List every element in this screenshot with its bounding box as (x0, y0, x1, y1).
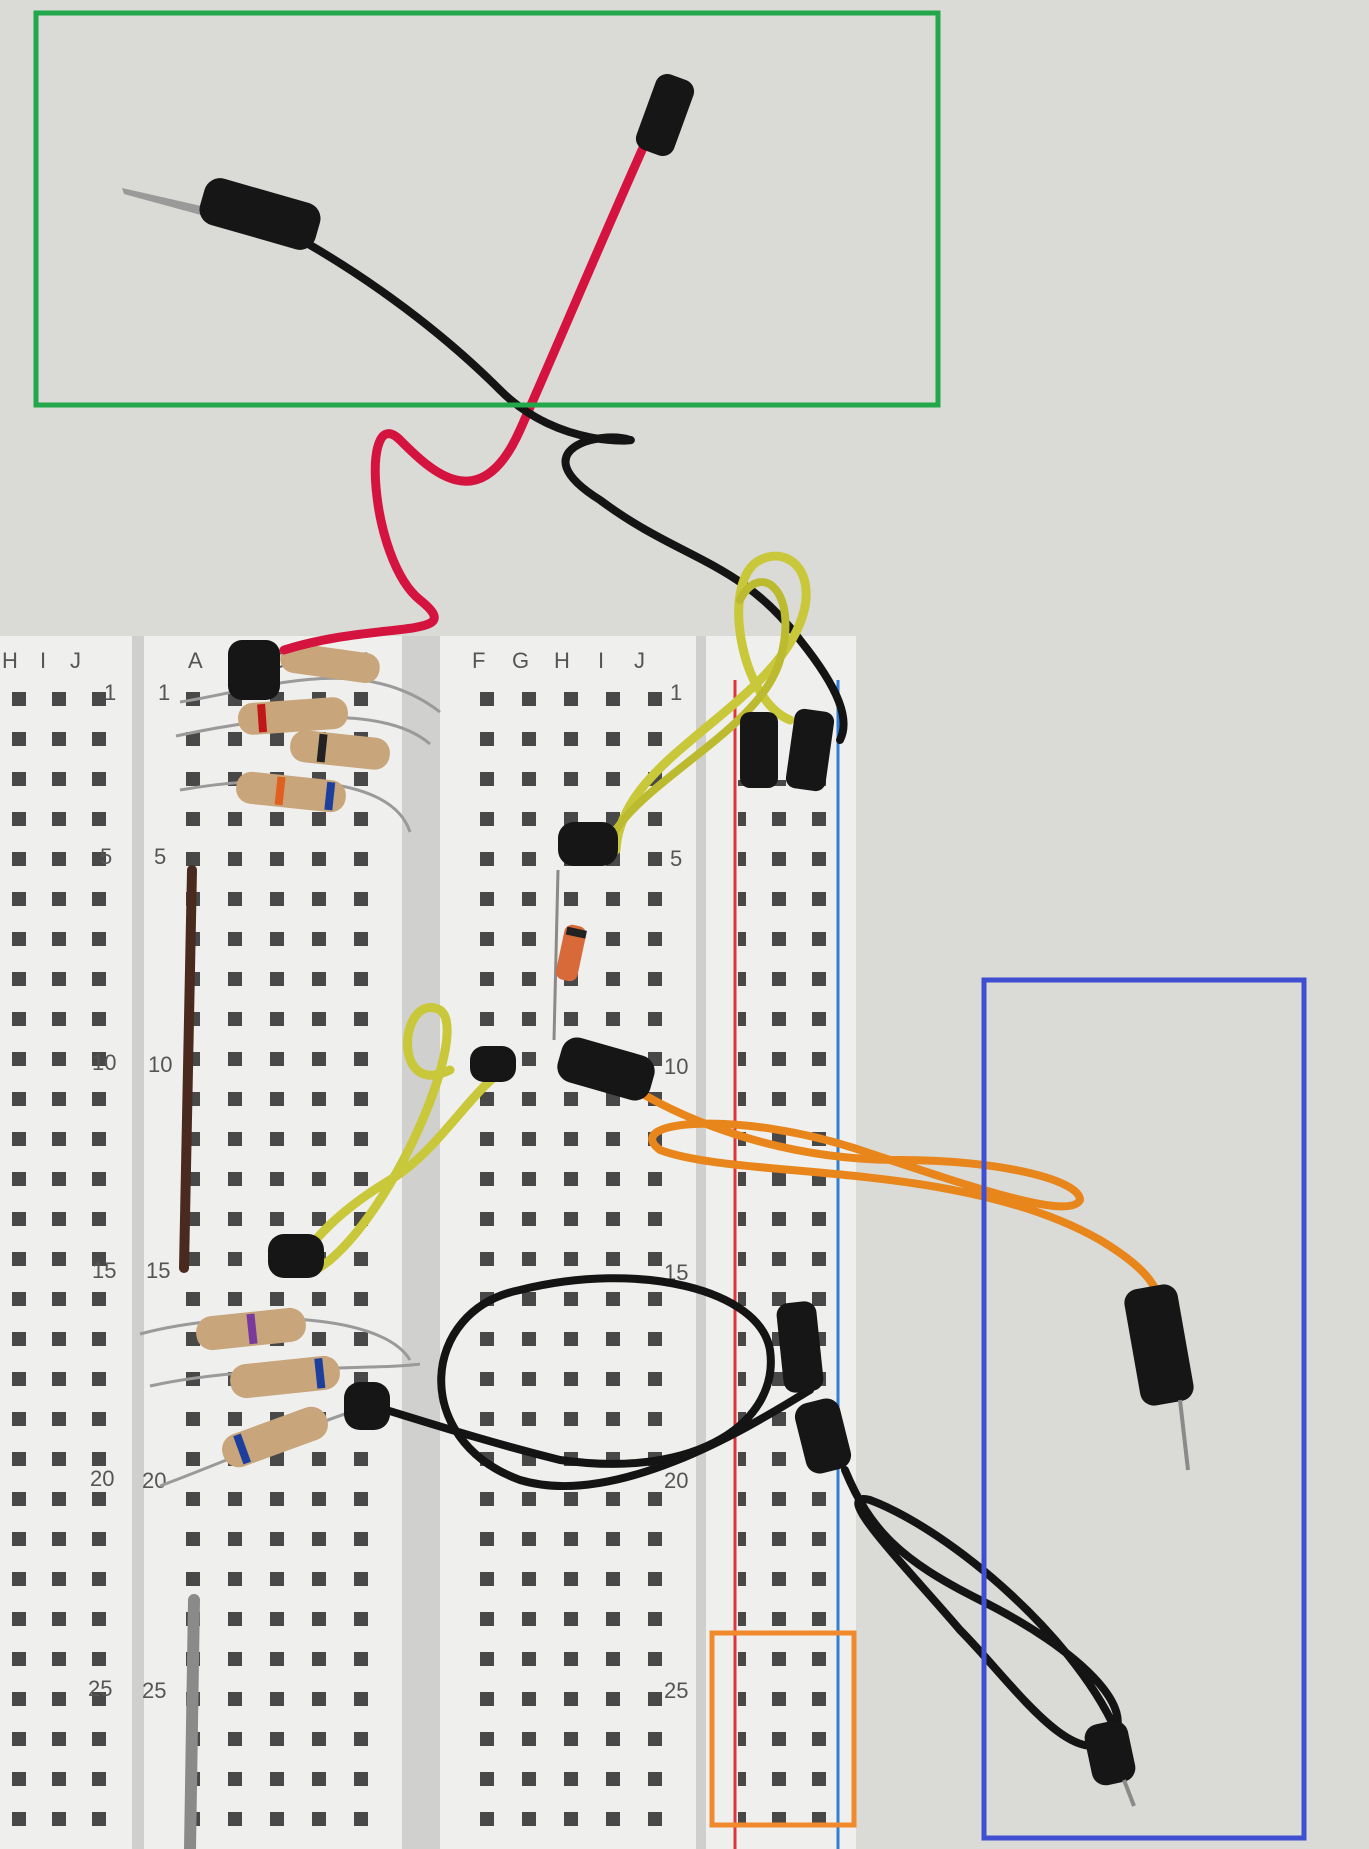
row-number-15-center: 15 (146, 1258, 170, 1283)
black-wire-bottom (356, 1274, 814, 1490)
resistor-4 (236, 771, 346, 813)
row-numbers: 1 1 1 5 5 5 10 10 10 15 15 15 20 20 20 2… (88, 680, 688, 1703)
yellow-wire-top (611, 551, 811, 855)
yellow-wire-top-2 (606, 578, 790, 844)
row-number-10-right: 10 (664, 1054, 688, 1079)
orange-wire-connector-free (1124, 1284, 1194, 1406)
black-wire-connector (199, 178, 321, 250)
orange-wire-pin (1178, 1399, 1190, 1471)
row-number-5-right: 5 (670, 846, 682, 871)
black-wire-free-pin (1122, 1779, 1136, 1807)
brown-jumper-wire (179, 865, 197, 1273)
row-number-25-right: 25 (664, 1678, 688, 1703)
col-letter-i: I (598, 648, 604, 673)
grey-jumper-wire (184, 1594, 200, 1849)
resistor-7 (222, 1406, 328, 1468)
diode (552, 869, 587, 1041)
col-letter-g: G (512, 648, 529, 673)
black-wire-free-loop (841, 1466, 1124, 1750)
annotation-box-orange (709, 1630, 857, 1828)
black-wire-bottom-connector-rail-2 (794, 1398, 852, 1474)
row-number-20-left: 20 (90, 1466, 114, 1491)
rail-connector-1 (740, 712, 778, 788)
black-wire-bottom-connector-left (344, 1382, 390, 1430)
yellow-wire-connector-row10 (470, 1046, 516, 1082)
black-wire-bottom-connector-rail-1 (776, 1301, 824, 1393)
resistor-group-top (175, 642, 441, 833)
col-letter-h: H (554, 648, 570, 673)
col-letter-f: F (472, 648, 485, 673)
row-number-1-left: 1 (104, 680, 116, 705)
row-number-10-left: 10 (92, 1050, 116, 1075)
row-number-1-right: 1 (670, 680, 682, 705)
resistor-6 (230, 1355, 340, 1399)
breadboard-channel-2 (696, 636, 706, 1849)
col-letter-h-left: H (2, 648, 18, 673)
yellow-wire-connector-row15 (268, 1234, 324, 1278)
yellow-wire-connector-row5 (558, 822, 618, 866)
rail-connector-2 (785, 708, 835, 792)
breadboard-center-channel (402, 636, 440, 1849)
row-number-25-left: 25 (88, 1676, 112, 1701)
resistor-1 (280, 642, 380, 684)
row-number-10-center: 10 (148, 1052, 172, 1077)
row-number-20-right: 20 (664, 1468, 688, 1493)
orange-wire-connector-breadboard (557, 1037, 655, 1101)
col-letter-a: A (188, 648, 203, 673)
black-wire-top (306, 241, 848, 744)
annotation-box-blue (981, 977, 1307, 1841)
annotation-box-green (33, 10, 941, 408)
red-wire-breadboard-connector (228, 640, 280, 700)
black-wire-free-connector (1084, 1720, 1136, 1786)
breadboard (0, 636, 856, 1849)
resistor-group-bottom (139, 1307, 421, 1488)
yellow-wire-bottom (296, 1003, 515, 1278)
row-number-5-center: 5 (154, 844, 166, 869)
orange-wire (616, 1076, 1164, 1314)
col-letter-i-left: I (40, 648, 46, 673)
row-number-20-center: 20 (142, 1468, 166, 1493)
resistor-3 (290, 730, 390, 770)
col-letter-j: J (634, 648, 645, 673)
row-number-15-left: 15 (92, 1258, 116, 1283)
col-letter-j-left: J (70, 648, 81, 673)
breadboard-channel (132, 636, 144, 1849)
red-wire-connector (635, 73, 695, 157)
row-number-1-center: 1 (158, 680, 170, 705)
row-number-25-center: 25 (142, 1678, 166, 1703)
red-wire (279, 105, 665, 655)
row-number-5-left: 5 (100, 844, 112, 869)
black-wire-pin (122, 188, 212, 218)
